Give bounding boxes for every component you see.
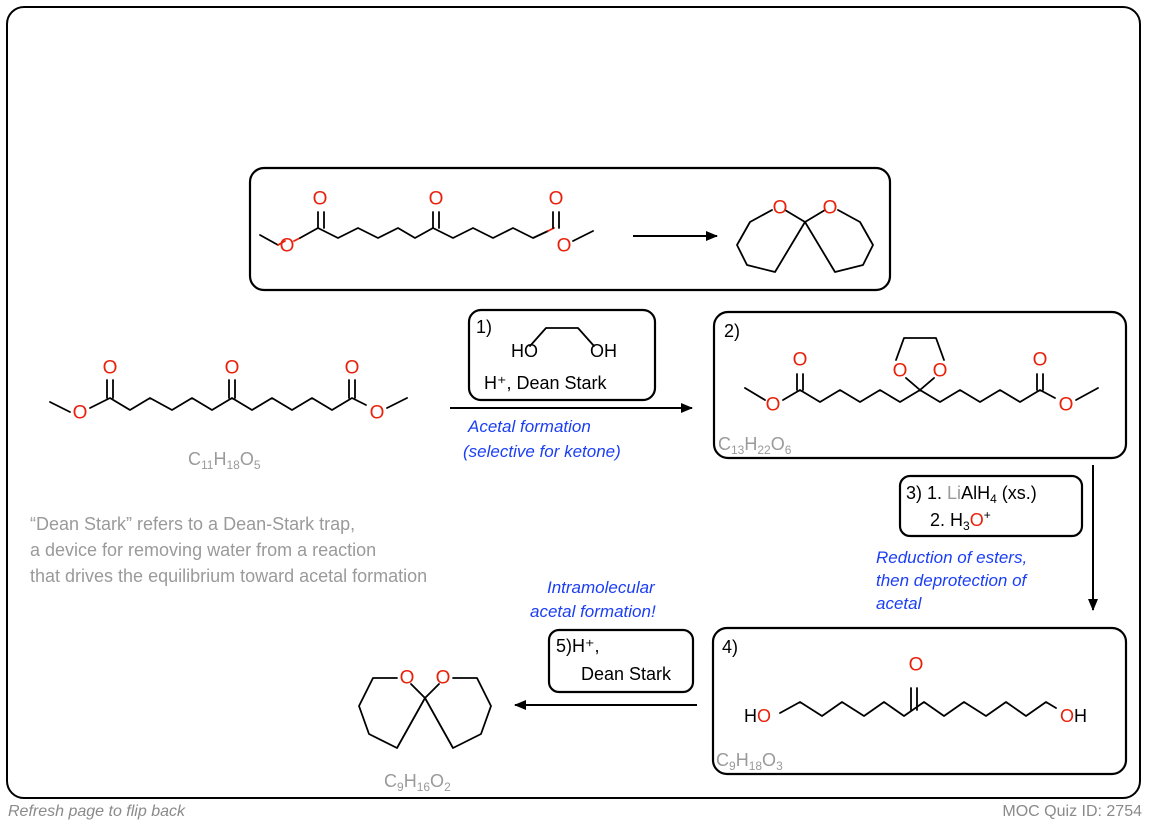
starting-diester-structure: O O O O O bbox=[49, 358, 408, 424]
atom-o: O bbox=[429, 189, 444, 210]
step5-line1: 5)H⁺, bbox=[556, 636, 600, 656]
atom-o: O bbox=[823, 198, 838, 219]
step1-reagent-box: 1) HO OH H⁺, Dean Stark bbox=[467, 308, 657, 402]
atom-o: O bbox=[73, 403, 88, 424]
atom-o: O bbox=[103, 358, 118, 379]
note-line-3: that drives the equilibrium toward aceta… bbox=[30, 566, 427, 586]
atom-o: O bbox=[557, 236, 572, 257]
step5-line2: Dean Stark bbox=[581, 664, 672, 684]
step3-description-3: acetal bbox=[876, 594, 923, 613]
step4-number: 4) bbox=[722, 637, 738, 657]
step4-hydroxyl-left: HO bbox=[744, 706, 771, 726]
step3-line1: 3) 1. LiAlH4 (xs.) bbox=[906, 483, 1037, 506]
step5-description-2: acetal formation! bbox=[530, 602, 656, 621]
atom-o: O bbox=[313, 189, 328, 210]
note-line-1: “Dean Stark” refers to a Dean-Stark trap… bbox=[30, 514, 355, 534]
quiz-card bbox=[6, 6, 1141, 799]
atom-o: O bbox=[225, 358, 240, 379]
atom-o: O bbox=[370, 403, 385, 424]
step3-line2: 2. H3O+ bbox=[930, 508, 991, 533]
step1-number: 1) bbox=[476, 317, 492, 337]
atom-o: O bbox=[436, 668, 451, 689]
formula-step2: C13H22O6 bbox=[718, 434, 792, 457]
step3-reagent-box: 3) 1. LiAlH4 (xs.) 2. H3O+ bbox=[898, 474, 1084, 538]
atom-o: O bbox=[400, 668, 415, 689]
step5-reagent-box: 5)H⁺, Dean Stark bbox=[547, 628, 695, 694]
atom-o: O bbox=[909, 655, 924, 676]
step3-description-2: then deprotection of bbox=[876, 571, 1029, 590]
quiz-id: MOC Quiz ID: 2754 bbox=[1002, 803, 1142, 820]
formula-step4: C9H18O3 bbox=[716, 750, 783, 773]
step2-number: 2) bbox=[724, 321, 740, 341]
atom-o: O bbox=[933, 361, 948, 382]
atom-o: O bbox=[893, 361, 908, 382]
atom-o: O bbox=[766, 395, 781, 416]
step1-ho: HO bbox=[511, 341, 538, 361]
atom-o: O bbox=[773, 198, 788, 219]
step1-oh: OH bbox=[590, 341, 617, 361]
note-line-2: a device for removing water from a react… bbox=[30, 540, 376, 560]
product-spiroketal-structure: O O bbox=[358, 668, 492, 749]
formula-start: C11H18O5 bbox=[188, 449, 261, 472]
atom-o: O bbox=[345, 358, 360, 379]
step5-description-1: Intramolecular bbox=[547, 578, 656, 597]
step4-hydroxyl-right: OH bbox=[1060, 706, 1087, 726]
atom-o: O bbox=[1033, 350, 1048, 371]
step4-box: 4) HO OH O C9H18O3 bbox=[711, 626, 1128, 776]
step1-conditions: H⁺, Dean Stark bbox=[484, 373, 608, 393]
overview-box: O O O O O O O bbox=[248, 166, 892, 292]
overview-diester-structure: O O O O O bbox=[259, 189, 594, 257]
atom-o: O bbox=[549, 189, 564, 210]
atom-o: O bbox=[1059, 395, 1074, 416]
atom-o: O bbox=[280, 236, 295, 257]
overview-spiroketal-structure: O O bbox=[736, 198, 874, 273]
formula-product: C9H16O2 bbox=[384, 771, 451, 794]
step1-description-2: (selective for ketone) bbox=[463, 442, 621, 461]
step2-box: 2) O O O O O O C13H22O6 bbox=[712, 310, 1128, 460]
step1-description-1: Acetal formation bbox=[467, 417, 591, 436]
step3-description-1: Reduction of esters, bbox=[876, 548, 1027, 567]
refresh-hint: Refresh page to flip back bbox=[8, 803, 185, 820]
atom-o: O bbox=[793, 350, 808, 371]
